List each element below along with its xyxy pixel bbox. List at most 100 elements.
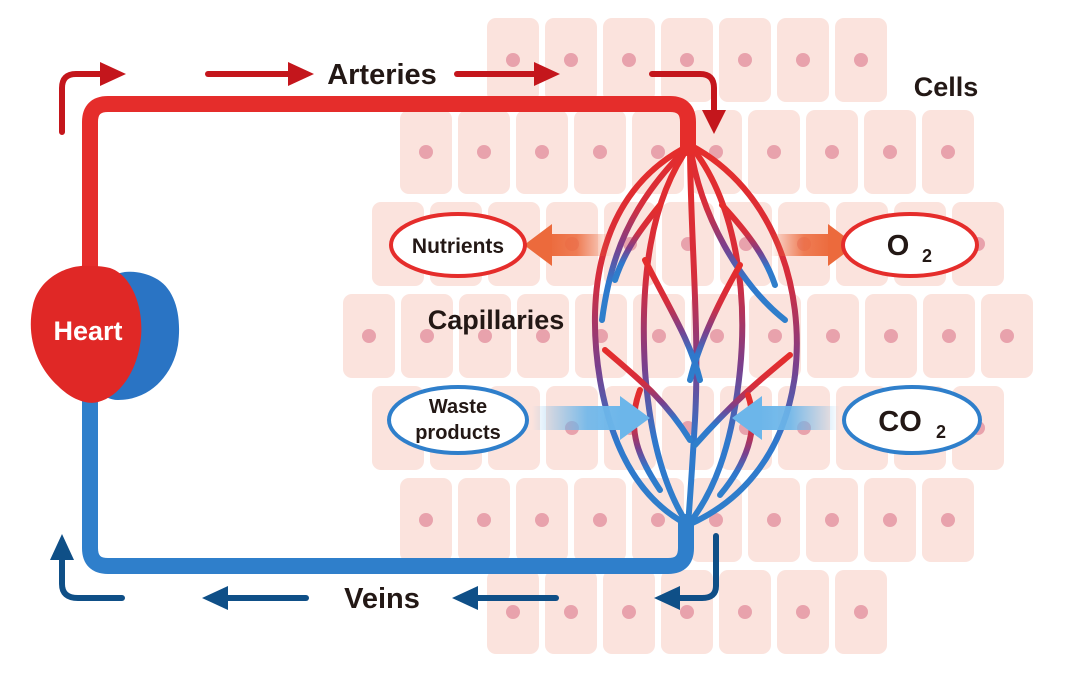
cell-nucleus bbox=[362, 329, 376, 343]
vein-arrow-head-2 bbox=[452, 586, 478, 610]
cell bbox=[574, 110, 626, 194]
nutrients-label: Nutrients bbox=[412, 235, 504, 258]
o2-subscript: 2 bbox=[922, 246, 932, 266]
cell bbox=[835, 570, 887, 654]
cell bbox=[603, 18, 655, 102]
co2-arrow-shaft bbox=[758, 406, 840, 430]
cell bbox=[487, 18, 539, 102]
cell bbox=[458, 478, 510, 562]
nutrients-bubble: Nutrients bbox=[389, 212, 527, 278]
cell-nucleus bbox=[942, 329, 956, 343]
cell-nucleus bbox=[738, 605, 752, 619]
cell-nucleus bbox=[854, 605, 868, 619]
cell-nucleus bbox=[854, 53, 868, 67]
cell-nucleus bbox=[941, 513, 955, 527]
cell-nucleus bbox=[941, 145, 955, 159]
cell bbox=[835, 18, 887, 102]
cell bbox=[458, 110, 510, 194]
heart-front bbox=[30, 265, 142, 403]
cell-nucleus bbox=[478, 329, 492, 343]
artery-arrow-head-1 bbox=[100, 62, 126, 86]
cell bbox=[516, 110, 568, 194]
o2-label: O bbox=[887, 230, 910, 262]
cell-nucleus bbox=[825, 513, 839, 527]
cell bbox=[343, 294, 395, 378]
cell-nucleus bbox=[767, 513, 781, 527]
cell-nucleus bbox=[477, 513, 491, 527]
co2-bubble: CO 2 bbox=[842, 385, 982, 455]
cell-nucleus bbox=[796, 53, 810, 67]
cell-nucleus bbox=[477, 145, 491, 159]
cell-nucleus bbox=[622, 605, 636, 619]
capillaries-label: Capillaries bbox=[428, 305, 565, 335]
veins-label: Veins bbox=[344, 583, 420, 615]
cell bbox=[806, 110, 858, 194]
cell-nucleus bbox=[535, 513, 549, 527]
cell bbox=[400, 110, 452, 194]
cell-nucleus bbox=[738, 53, 752, 67]
cell-nucleus bbox=[883, 513, 897, 527]
cell bbox=[923, 294, 975, 378]
cell-nucleus bbox=[709, 513, 723, 527]
cell bbox=[661, 18, 713, 102]
cell bbox=[748, 478, 800, 562]
cell bbox=[517, 294, 569, 378]
cell bbox=[487, 570, 539, 654]
cell bbox=[719, 570, 771, 654]
cell-nucleus bbox=[710, 329, 724, 343]
cell-nucleus bbox=[651, 145, 665, 159]
o2-arrow-shaft bbox=[770, 234, 832, 256]
cell-nucleus bbox=[884, 329, 898, 343]
waste-arrow-head bbox=[620, 396, 650, 440]
cell bbox=[400, 478, 452, 562]
cell bbox=[981, 294, 1033, 378]
vein-arrow-upturn bbox=[59, 555, 125, 601]
heart: Heart bbox=[30, 265, 180, 403]
cell-nucleus bbox=[564, 605, 578, 619]
cell bbox=[603, 570, 655, 654]
cell bbox=[633, 294, 685, 378]
cell-nucleus bbox=[826, 329, 840, 343]
cell-nucleus bbox=[651, 513, 665, 527]
heart-label: Heart bbox=[53, 316, 122, 346]
artery-arrows bbox=[59, 62, 726, 135]
cell-nucleus bbox=[536, 329, 550, 343]
co2-arrow-head bbox=[732, 396, 762, 440]
vein-arrow-downturn bbox=[675, 533, 719, 601]
circulation-loop bbox=[82, 96, 696, 574]
cell-nucleus bbox=[680, 53, 694, 67]
co2-subscript: 2 bbox=[936, 422, 946, 442]
cell bbox=[922, 110, 974, 194]
cell bbox=[865, 294, 917, 378]
cell-nucleus bbox=[506, 605, 520, 619]
cell-nucleus bbox=[564, 53, 578, 67]
cell-nucleus bbox=[1000, 329, 1014, 343]
waste-label-line1: Waste bbox=[429, 396, 487, 418]
cell-nucleus bbox=[506, 53, 520, 67]
cell-nucleus bbox=[535, 145, 549, 159]
artery-vessel bbox=[82, 96, 696, 278]
waste-arrow-shaft bbox=[532, 406, 624, 430]
artery-arrow-downturn bbox=[649, 71, 717, 115]
waste-label-line2: products bbox=[415, 422, 501, 444]
cell-nucleus bbox=[680, 605, 694, 619]
vein-arrows bbox=[50, 533, 719, 610]
vein-arrow-head-3 bbox=[202, 586, 228, 610]
capillary-network bbox=[591, 142, 800, 528]
cell bbox=[777, 18, 829, 102]
o2-bubble: O 2 bbox=[841, 212, 979, 278]
cell-nucleus bbox=[593, 513, 607, 527]
cell bbox=[864, 478, 916, 562]
cell-nucleus bbox=[593, 145, 607, 159]
exchange-arrows bbox=[524, 224, 856, 440]
cell bbox=[401, 294, 453, 378]
cell bbox=[719, 18, 771, 102]
nutrients-arrow-shaft bbox=[548, 234, 612, 256]
cell-nucleus bbox=[420, 329, 434, 343]
vein-vessel bbox=[82, 382, 694, 574]
waste-bubble: Waste products bbox=[387, 385, 529, 455]
vein-arrow-head-1 bbox=[654, 586, 680, 610]
cell bbox=[806, 478, 858, 562]
nutrients-arrow-head bbox=[524, 224, 552, 266]
cell bbox=[574, 478, 626, 562]
